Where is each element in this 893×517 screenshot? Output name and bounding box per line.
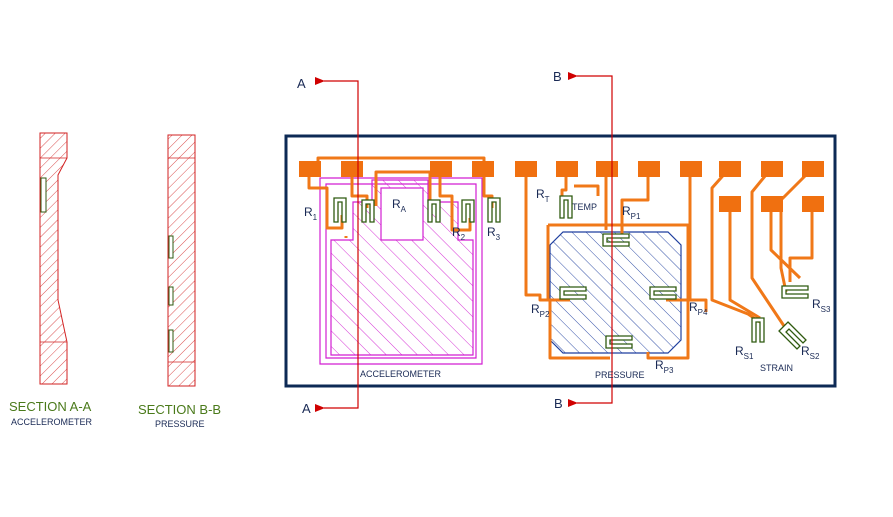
label-rt: RT bbox=[536, 187, 550, 204]
cut-line-b bbox=[568, 72, 613, 407]
cut-marker-a-bottom: A bbox=[302, 401, 311, 416]
label-ra: RA bbox=[392, 197, 407, 214]
label-rp2: RP2 bbox=[531, 302, 550, 319]
section-a-subtitle: ACCELEROMETER bbox=[11, 417, 93, 427]
label-rp1: RP1 bbox=[622, 204, 641, 221]
section-a-title: SECTION A-A bbox=[9, 399, 92, 414]
label-rp4: RP4 bbox=[689, 300, 708, 317]
accelerometer-label: ACCELEROMETER bbox=[360, 369, 442, 379]
section-b-drawing bbox=[167, 134, 196, 387]
label-r3: R3 bbox=[487, 225, 501, 242]
section-a-drawing bbox=[39, 132, 68, 385]
temp-label: TEMP bbox=[572, 202, 597, 212]
label-rp3: RP3 bbox=[655, 358, 674, 375]
pressure-label: PRESSURE bbox=[595, 370, 645, 380]
metal-traces bbox=[307, 156, 814, 360]
strain-label: STRAIN bbox=[760, 363, 793, 373]
cut-marker-b-top: B bbox=[553, 69, 562, 84]
label-rs1: RS1 bbox=[735, 344, 754, 361]
label-rs2: RS2 bbox=[801, 344, 820, 361]
label-r1: R1 bbox=[304, 205, 318, 222]
section-b-subtitle: PRESSURE bbox=[155, 419, 205, 429]
pressure-diaphragm bbox=[549, 231, 682, 354]
cut-marker-a-top: A bbox=[297, 76, 306, 91]
cut-line-a bbox=[315, 77, 359, 412]
cut-marker-b-bottom: B bbox=[554, 396, 563, 411]
label-rs3: RS3 bbox=[812, 297, 831, 314]
label-r2: R2 bbox=[452, 225, 466, 242]
section-b-title: SECTION B-B bbox=[138, 402, 221, 417]
